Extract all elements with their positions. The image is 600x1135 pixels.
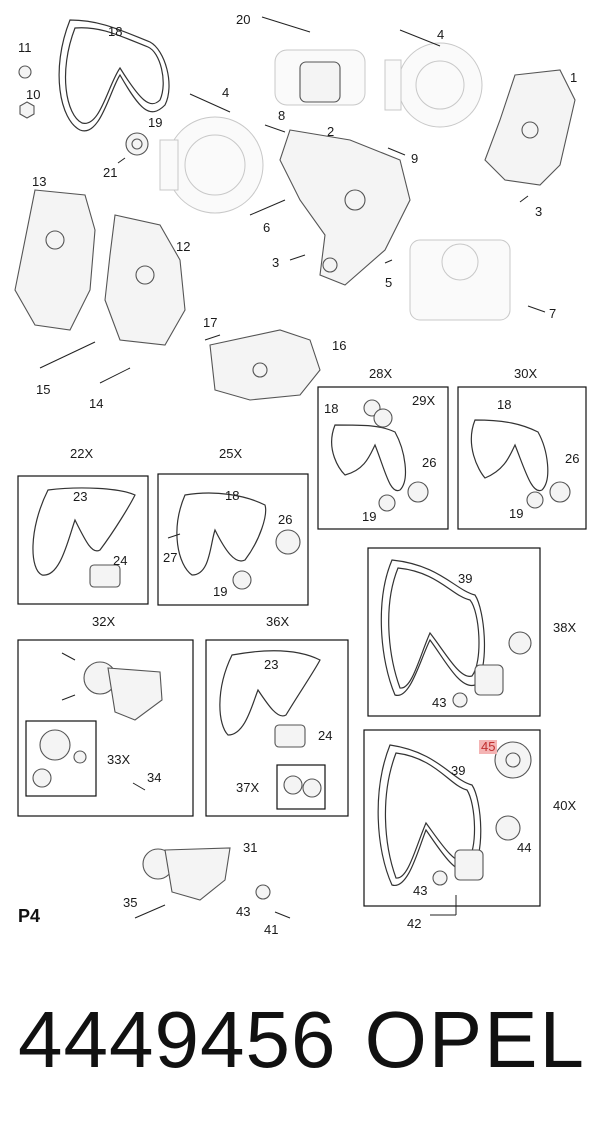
kit-22x-23: 23 <box>73 489 87 504</box>
kit-38x-39: 39 <box>458 571 472 586</box>
kit-28x-19: 19 <box>362 509 376 524</box>
kit-30x: 30X 18 26 19 <box>457 366 587 530</box>
callout-5: 5 <box>385 275 392 290</box>
belt-18 <box>58 19 170 132</box>
kit-40x-39: 39 <box>451 763 465 778</box>
kit-40x-44: 44 <box>517 840 531 855</box>
nut-11 <box>18 65 32 79</box>
kit-32x-33x: 33X <box>107 752 130 767</box>
kit-25x-title: 25X <box>219 446 242 461</box>
ghost-alternator-center <box>159 116 264 214</box>
ghost-alternator-right <box>384 42 483 128</box>
kit-25x-27: 27 <box>163 550 177 565</box>
kit-40x-43: 43 <box>413 883 427 898</box>
kit-28x: 28X 18 29X 26 19 <box>317 366 449 530</box>
kit-22x-24: 24 <box>113 553 127 568</box>
kit-32x: 32X 33X 34 <box>17 614 194 817</box>
callout-31: 31 <box>243 840 257 855</box>
kit-30x-title: 30X <box>514 366 537 381</box>
callout-21: 21 <box>103 165 117 180</box>
nut-10 <box>19 101 35 119</box>
bracket-1 <box>484 69 576 186</box>
kit-38x-title: 38X <box>553 620 576 635</box>
callout-7: 7 <box>549 306 556 321</box>
ghost-pump-top <box>274 49 366 106</box>
kit-40x-42: 42 <box>407 916 421 931</box>
kit-40x-45: 45 <box>481 739 495 754</box>
bracket-12 <box>104 214 186 346</box>
kit-38x-43: 43 <box>432 695 446 710</box>
bracket-16 <box>209 329 321 401</box>
bracket-2 <box>279 129 411 286</box>
kit-36x-23: 23 <box>264 657 278 672</box>
callout-20: 20 <box>236 12 250 27</box>
kit-22x-title: 22X <box>70 446 93 461</box>
kit-28x-26: 26 <box>422 455 436 470</box>
part-number: 4449456 <box>18 995 337 1084</box>
kit-25x-19: 19 <box>213 584 227 599</box>
ghost-compressor <box>409 239 511 321</box>
kit-36x-24: 24 <box>318 728 332 743</box>
kit-25x: 25X 18 26 27 19 <box>157 446 309 606</box>
callout-13: 13 <box>32 174 46 189</box>
kit-38x: 38X 39 43 <box>367 547 576 717</box>
kit-40x-title: 40X <box>553 798 576 813</box>
highlight-45 <box>479 740 497 754</box>
callouts-upper: 1 2 3 3 4 4 5 6 7 8 9 10 11 12 13 14 15 … <box>18 12 577 411</box>
kit-30x-26: 26 <box>565 451 579 466</box>
kit-30x-18: 18 <box>497 397 511 412</box>
kit-36x-37x: 37X <box>236 780 259 795</box>
kit-32x-34: 34 <box>147 770 161 785</box>
kit-40x: 40X 45 39 44 43 42 <box>363 729 576 931</box>
kit-28x-29x: 29X <box>412 393 435 408</box>
brand-name: OPEL <box>364 995 586 1084</box>
callout-15: 15 <box>36 382 50 397</box>
kit-32x-title: 32X <box>92 614 115 629</box>
callout-4b: 4 <box>222 85 229 100</box>
callout-6: 6 <box>263 220 270 235</box>
kit-25x-26: 26 <box>278 512 292 527</box>
assembly-31: 31 35 43 41 <box>123 840 291 937</box>
callout-3: 3 <box>535 204 542 219</box>
bracket-13 <box>14 189 96 331</box>
callout-2: 2 <box>327 124 334 139</box>
kit-28x-title: 28X <box>369 366 392 381</box>
page-code: P4 <box>18 906 41 926</box>
callout-43: 43 <box>236 904 250 919</box>
callout-12: 12 <box>176 239 190 254</box>
kit-36x-title: 36X <box>266 614 289 629</box>
callout-17: 17 <box>203 315 217 330</box>
callout-10: 10 <box>26 87 40 102</box>
kit-36x: 36X 23 24 37X <box>205 614 349 817</box>
callout-3b: 3 <box>272 255 279 270</box>
tensioner-19 <box>125 132 149 156</box>
kit-22x: 22X 23 24 <box>17 446 149 605</box>
callout-19: 19 <box>148 115 162 130</box>
callout-9: 9 <box>411 151 418 166</box>
callout-8: 8 <box>278 108 285 123</box>
bolts-upper <box>39 16 546 384</box>
callout-1: 1 <box>570 70 577 85</box>
footer: 4449456 OPEL <box>0 990 600 1090</box>
callout-16: 16 <box>332 338 346 353</box>
callout-11: 11 <box>18 40 32 55</box>
callout-14: 14 <box>89 396 103 411</box>
kit-30x-19: 19 <box>509 506 523 521</box>
callout-18: 18 <box>108 24 122 39</box>
callout-35: 35 <box>123 895 137 910</box>
kit-25x-18: 18 <box>225 488 239 503</box>
callout-4: 4 <box>437 27 444 42</box>
kit-28x-18: 18 <box>324 401 338 416</box>
callout-41: 41 <box>264 922 278 937</box>
